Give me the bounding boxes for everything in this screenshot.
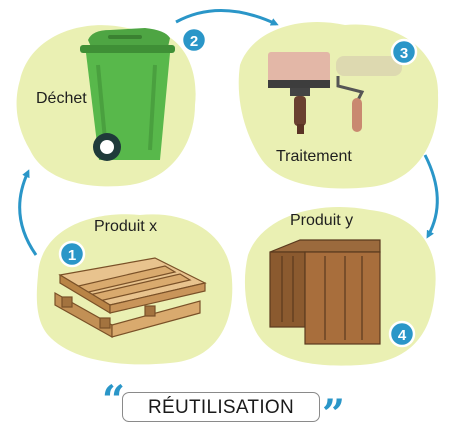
step-badge-3: 3: [390, 38, 418, 66]
open-quote: “: [102, 377, 126, 424]
arrow-2-to-3: [175, 9, 279, 26]
step-badge-2: 2: [180, 26, 208, 54]
wooden-crate-icon: [269, 239, 381, 345]
label-dechet: Déchet: [36, 90, 87, 107]
arrow-1-to-2: [18, 169, 38, 256]
arrow-3-to-4: [423, 154, 439, 239]
waste-bin-icon: [80, 28, 175, 161]
paint-brush-icon: [268, 52, 330, 134]
label-traitement: Traitement: [276, 148, 352, 165]
svg-text:4: 4: [398, 327, 407, 344]
label-produit-x: Produit x: [94, 218, 158, 235]
label-produit-y: Produit y: [290, 212, 354, 229]
reutilisation-banner: RÉUTILISATION: [122, 392, 320, 422]
pallet-icon: [54, 257, 207, 339]
close-quote: ”: [322, 391, 346, 438]
svg-text:3: 3: [400, 45, 408, 62]
svg-text:1: 1: [68, 247, 76, 264]
step-badge-4: 4: [388, 320, 416, 348]
step-badge-1: 1: [58, 240, 86, 268]
paint-roller-icon: [336, 56, 402, 132]
banner-title: RÉUTILISATION: [147, 397, 295, 418]
svg-text:2: 2: [190, 33, 198, 50]
